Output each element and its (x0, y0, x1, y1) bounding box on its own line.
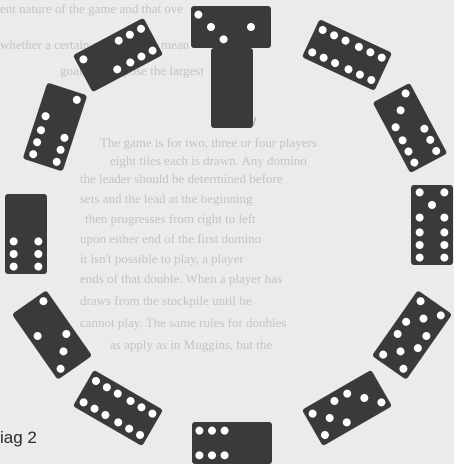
domino-pip (194, 11, 202, 19)
domino-pip (440, 214, 448, 222)
domino-pip (195, 427, 203, 435)
domino-2-3 (12, 290, 92, 380)
domino-pip (34, 263, 42, 271)
domino-tile-body (73, 370, 163, 446)
domino-tile-body (23, 82, 88, 171)
domino-pip (220, 35, 228, 43)
diagram-caption: iag 2 (0, 428, 37, 448)
domino-pip (440, 254, 448, 262)
domino-pip (34, 250, 42, 258)
domino-5-5 (372, 290, 452, 380)
domino-pip (440, 241, 448, 249)
domino-pip (416, 188, 424, 196)
domino-tile-body (211, 48, 253, 128)
domino-pip (247, 23, 255, 31)
domino-pip (416, 254, 424, 262)
domino-tile-body (192, 422, 272, 464)
domino-pip (208, 451, 216, 459)
domino-pip (10, 263, 18, 271)
domino-tile-body (373, 83, 448, 173)
domino-pip (416, 241, 424, 249)
domino-6-6 (73, 370, 163, 446)
domino-tile-body (12, 290, 92, 380)
domino-pip (221, 451, 229, 459)
domino-0-6 (5, 194, 47, 274)
domino-pip (221, 427, 229, 435)
domino-pip (440, 188, 448, 196)
domino-tile-body (73, 18, 163, 93)
domino-pip (416, 214, 424, 222)
domino-3-1 (191, 6, 271, 48)
domino-6-2 (23, 82, 88, 171)
domino-2-6 (73, 18, 163, 93)
domino-pip (440, 228, 448, 236)
domino-tile-body (302, 370, 392, 446)
domino-3-6 (373, 83, 448, 173)
domino-tile-body (191, 6, 271, 48)
domino-5-6 (411, 185, 453, 265)
domino-6-6 (302, 19, 392, 91)
domino-tile-body (411, 185, 453, 265)
domino-pip (10, 250, 18, 258)
domino-blank-blank (211, 48, 253, 128)
domino-6-0 (192, 422, 272, 464)
domino-5-3 (302, 370, 392, 446)
domino-pip (207, 23, 215, 31)
domino-pip (10, 237, 18, 245)
domino-tile-body (372, 290, 452, 380)
domino-pip (416, 228, 424, 236)
domino-tile-body (5, 194, 47, 274)
domino-tile-body (302, 19, 392, 91)
domino-pip (195, 451, 203, 459)
domino-pip (428, 201, 436, 209)
domino-pip (34, 237, 42, 245)
domino-pip (208, 427, 216, 435)
